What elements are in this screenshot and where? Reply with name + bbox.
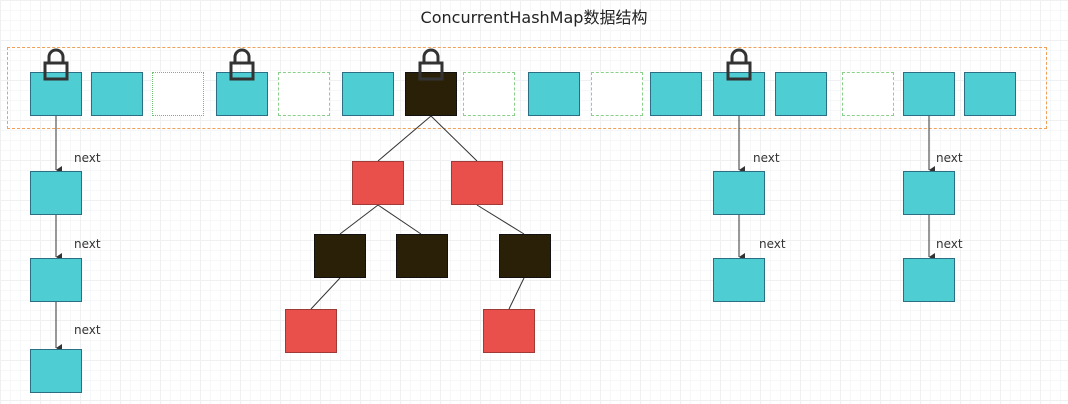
table-slot-3-empty [152, 72, 204, 116]
lock-icon [726, 48, 752, 81]
tree-node-black [396, 234, 448, 278]
list-node [713, 171, 765, 215]
next-label: next [936, 237, 963, 251]
list-node [903, 258, 955, 302]
table-slot-11-bucket [650, 72, 702, 116]
tree-edge [377, 204, 422, 235]
list-node [30, 171, 82, 215]
lock-icon [418, 48, 444, 81]
list-node [713, 258, 765, 302]
tree-edge [508, 277, 525, 310]
next-label: next [759, 237, 786, 251]
tree-edge [339, 204, 379, 235]
next-label: next [74, 323, 101, 337]
diagram-title: ConcurrentHashMap数据结构 [420, 8, 648, 27]
table-slot-16-bucket [964, 72, 1016, 116]
table-slot-2-bucket [91, 72, 143, 116]
next-label: next [753, 151, 780, 165]
segment-array-frame [7, 47, 1047, 129]
list-node [30, 349, 82, 393]
tree-node-black [314, 234, 366, 278]
next-label: next [74, 151, 101, 165]
next-label: next [74, 237, 101, 251]
tree-node-red [352, 161, 404, 205]
list-node [30, 258, 82, 302]
tree-edge [310, 277, 341, 310]
table-slot-15-bucket [903, 72, 955, 116]
tree-edge [476, 204, 525, 235]
table-slot-8-empty [463, 72, 515, 116]
tree-node-red [483, 309, 535, 353]
table-slot-5-empty [278, 72, 330, 116]
tree-node-red [451, 161, 503, 205]
table-slot-13-bucket [775, 72, 827, 116]
lock-icon [43, 48, 69, 81]
tree-node-black [499, 234, 551, 278]
list-node [903, 171, 955, 215]
table-slot-9-bucket [528, 72, 580, 116]
table-slot-14-empty [842, 72, 894, 116]
tree-node-red [285, 309, 337, 353]
table-slot-6-bucket [342, 72, 394, 116]
next-label: next [936, 151, 963, 165]
table-slot-10-empty [591, 72, 643, 116]
lock-icon [229, 48, 255, 81]
